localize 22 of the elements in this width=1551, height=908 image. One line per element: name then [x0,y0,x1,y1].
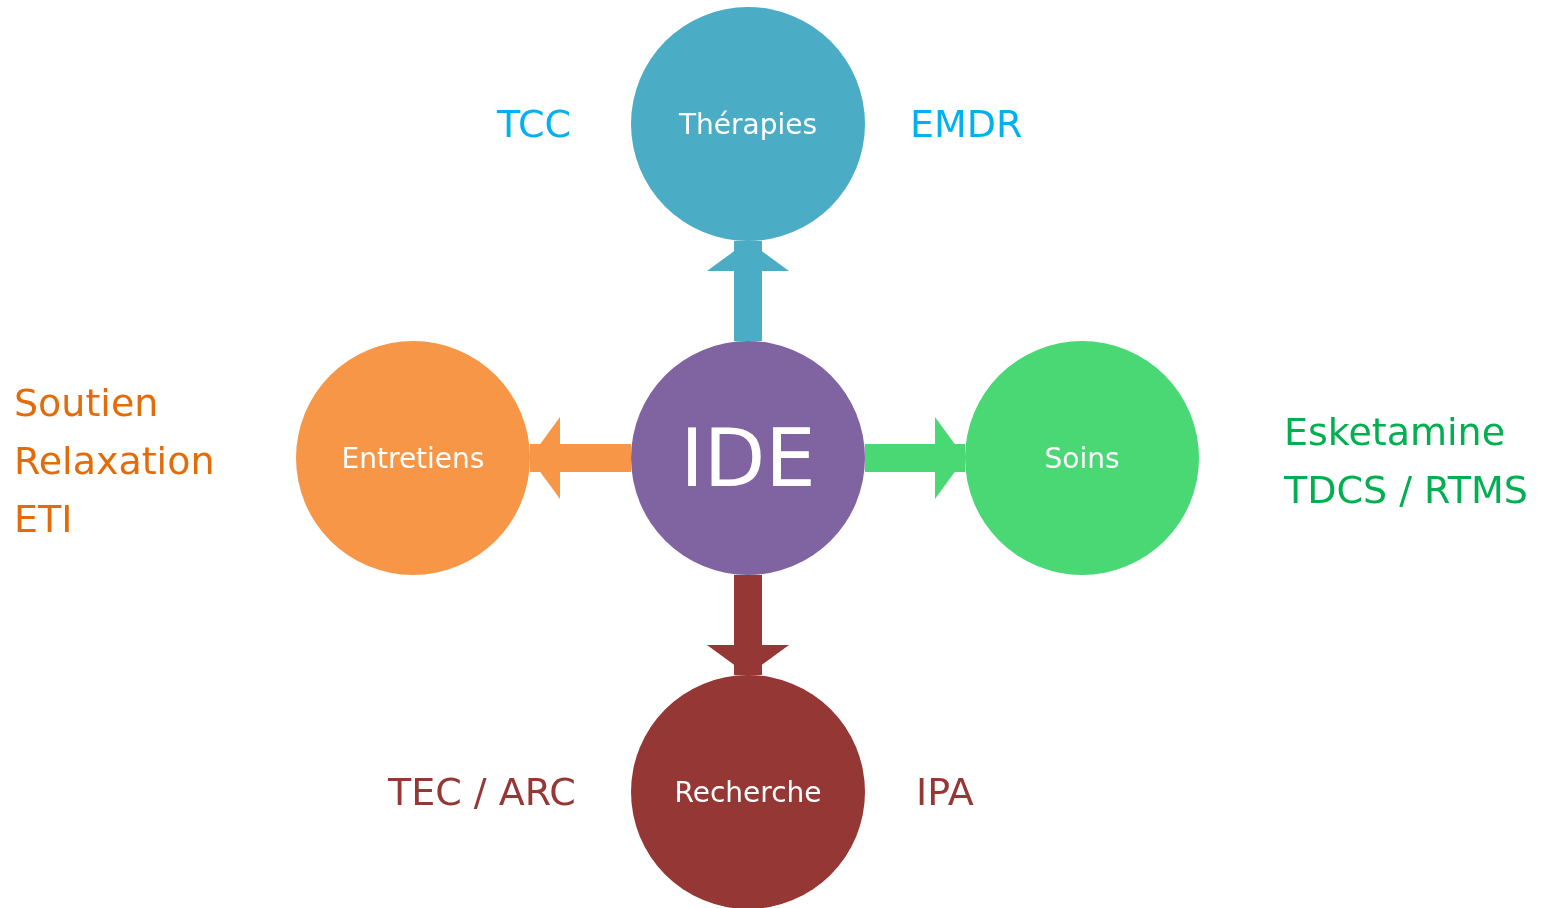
block-arrow [865,417,965,499]
node-label: Thérapies [678,107,818,141]
side-label: IPA [916,769,974,816]
node-label: Recherche [674,775,822,809]
circle-node [631,7,865,241]
circle-node [631,341,865,575]
side-label: TEC / ARC [388,769,576,816]
side-label: TDCS / RTMS [1284,467,1528,514]
circle-node [965,341,1199,575]
side-label: TCC [497,101,572,148]
block-arrow [530,417,631,499]
node-label: Entretiens [341,441,485,475]
side-label: Esketamine [1284,409,1506,456]
block-arrow [707,241,789,341]
node-label: Soins [1044,441,1120,475]
circle-node [296,341,530,575]
block-arrow [707,575,789,675]
side-label: Soutien [14,380,159,427]
node-label: IDE [680,411,816,505]
side-label: Relaxation [14,438,215,485]
side-label: EMDR [910,101,1023,148]
side-label: ETI [14,496,73,543]
